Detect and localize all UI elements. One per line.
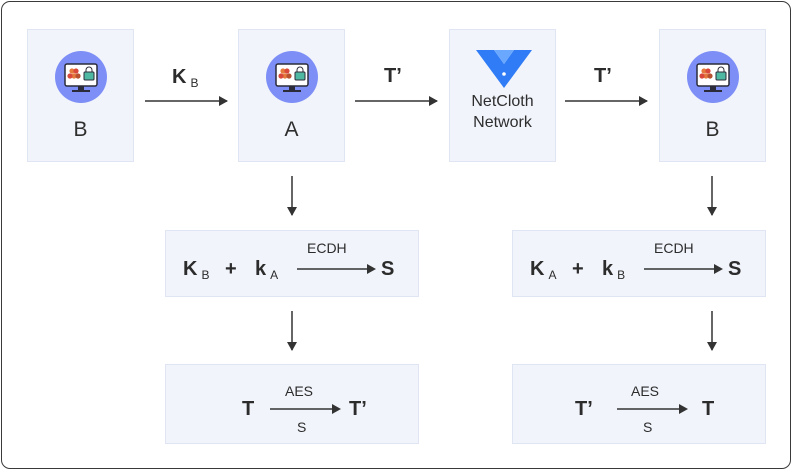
left-aes-box: T AES S T’ bbox=[165, 364, 419, 444]
network-label: NetCloth Network bbox=[450, 91, 555, 133]
computer-icon bbox=[55, 51, 107, 103]
node-b-left: B bbox=[27, 29, 134, 162]
aes-op-label: AES bbox=[285, 383, 314, 399]
aes-output: T bbox=[702, 398, 715, 420]
ecdh-op-label: ECDH bbox=[307, 240, 347, 256]
aes-key-label: S bbox=[297, 419, 307, 435]
aes-output: T’ bbox=[349, 398, 367, 420]
aes-input: T bbox=[242, 398, 255, 420]
ecdh-arrow bbox=[297, 264, 376, 274]
node-label: B bbox=[73, 118, 88, 141]
node-label: B bbox=[705, 118, 720, 141]
kb-main: K bbox=[172, 66, 187, 88]
node-b-right: B bbox=[659, 29, 766, 162]
netcloth-logo-icon bbox=[476, 50, 532, 88]
aes-key-label: S bbox=[643, 419, 653, 435]
computer-icon bbox=[687, 51, 739, 103]
ecdh-result: S bbox=[728, 258, 742, 280]
aes-arrow bbox=[270, 404, 341, 414]
computer-icon bbox=[266, 51, 318, 103]
node-label: A bbox=[284, 118, 299, 141]
ecdh-op-label: ECDH bbox=[654, 240, 694, 256]
arrow-label-t-prime-2: T’ bbox=[594, 65, 612, 87]
ecdh-plus: + bbox=[572, 258, 584, 280]
node-a: A bbox=[238, 29, 345, 162]
kb-sub: B bbox=[190, 76, 199, 90]
ecdh-result: S bbox=[381, 258, 395, 280]
node-netcloth-network: NetCloth Network bbox=[449, 29, 556, 162]
aes-input: T’ bbox=[575, 398, 593, 420]
ecdh-arrow bbox=[644, 264, 723, 274]
right-aes-box: T’ AES S T bbox=[512, 364, 766, 444]
arrow-label-t-prime-1: T’ bbox=[384, 65, 402, 87]
network-label-line2: Network bbox=[473, 114, 532, 131]
ecdh-plus: + bbox=[225, 258, 237, 280]
network-label-line1: NetCloth bbox=[471, 93, 534, 110]
aes-arrow bbox=[617, 404, 688, 414]
aes-op-label: AES bbox=[631, 383, 660, 399]
